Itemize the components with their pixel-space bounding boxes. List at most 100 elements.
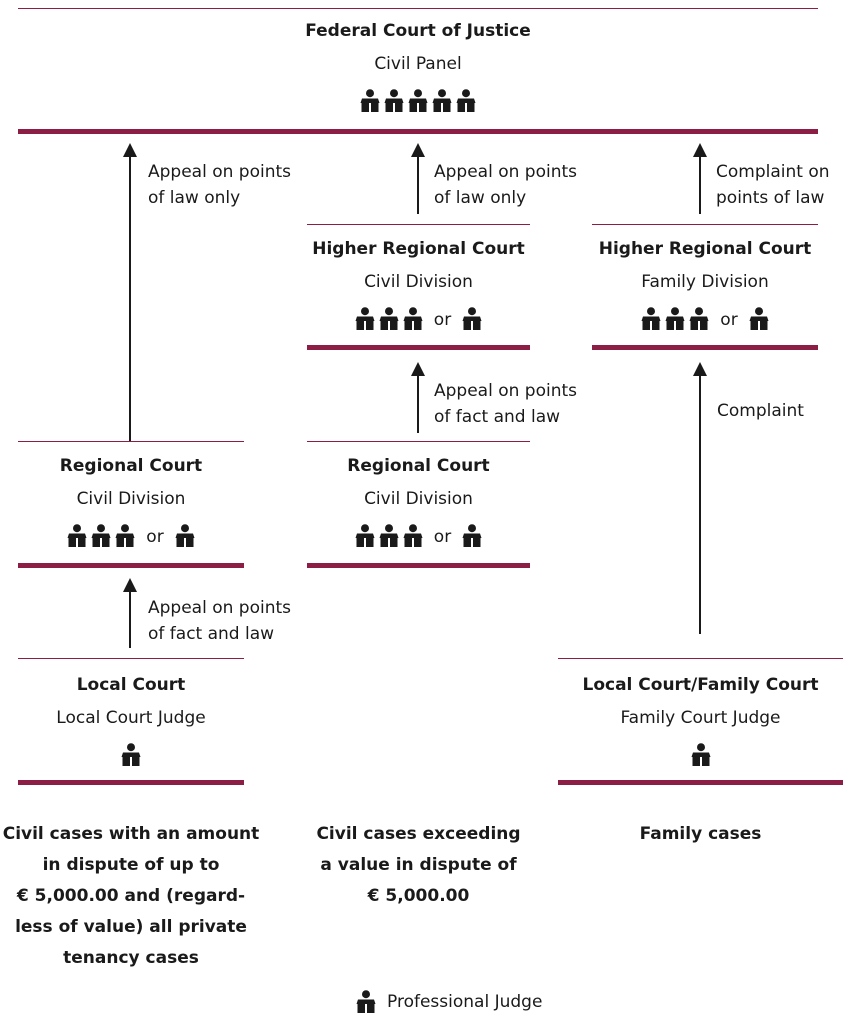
family-bottom-rule (558, 780, 843, 785)
hrc-civil-subtitle: Civil Division (364, 272, 473, 292)
professional-judge-icon (691, 743, 711, 766)
local-bottom-rule (18, 780, 244, 785)
or-separator: or (146, 527, 164, 547)
hrc-family-top-rule (592, 224, 818, 225)
hrc-civil-title: Higher Regional Court (312, 239, 525, 259)
case-line: in dispute of up to (42, 855, 220, 875)
professional-judge-icon (403, 524, 423, 547)
family-judges (563, 742, 838, 766)
label-line: of fact and law (148, 624, 275, 644)
professional-judge-icon (384, 89, 404, 112)
case-left: Civil cases with an amount in dispute of… (0, 819, 262, 974)
professional-judge-icon (462, 307, 482, 330)
professional-judge-icon (462, 524, 482, 547)
family-top-rule (558, 658, 843, 659)
or-separator: or (433, 527, 452, 547)
local-court-subtitle: Local Court Judge (56, 708, 206, 728)
professional-judge-icon (379, 524, 399, 547)
rc-left-subtitle: Civil Division (76, 489, 186, 509)
arrow-head (693, 143, 707, 157)
local-court-title: Local Court (76, 675, 186, 695)
arrow-shaft (129, 590, 131, 648)
case-line: Civil cases exceeding (316, 824, 521, 844)
arrow-head (123, 143, 137, 157)
rc-left-title: Regional Court (59, 456, 203, 476)
or-separator: or (720, 310, 738, 330)
case-line: tenancy cases (63, 948, 199, 968)
hrc-civil-box: Higher Regional Court Civil Division or (297, 238, 540, 330)
label-local-to-rc: Appeal on points of fact and law (148, 595, 291, 647)
professional-judge-icon (67, 524, 87, 547)
label-right-to-federal: Complaint on points of law (716, 159, 830, 211)
label-line: Complaint (717, 401, 804, 421)
arrow-shaft (699, 155, 701, 214)
case-line: Civil cases with an amount (2, 824, 260, 844)
hrc-civil-judges: or (297, 306, 540, 330)
arrow-shaft (417, 155, 419, 214)
rc-middle-box: Regional Court Civil Division or (307, 455, 530, 547)
professional-judge-icon (91, 524, 111, 547)
arrow-head (411, 362, 425, 376)
rc-left-box: Regional Court Civil Division or (18, 455, 244, 547)
legend: Professional Judge (354, 990, 542, 1013)
label-middle-to-federal: Appeal on points of law only (434, 159, 577, 211)
hrc-family-subtitle: Family Division (641, 272, 769, 292)
label-line: points of law (716, 188, 825, 208)
professional-judge-icon (355, 524, 375, 547)
rc-middle-top-rule (307, 441, 530, 442)
label-line: of law only (148, 188, 241, 208)
label-line: Appeal on points (434, 381, 578, 401)
professional-judge-icon (355, 307, 375, 330)
professional-judge-icon (456, 89, 476, 112)
family-court-subtitle: Family Court Judge (620, 708, 781, 728)
professional-judge-icon (121, 743, 141, 766)
case-line: Family cases (639, 824, 762, 844)
hrc-civil-top-rule (307, 224, 530, 225)
federal-court-box: Federal Court of Justice Civil Panel (18, 20, 818, 112)
arrow-head (693, 362, 707, 376)
professional-judge-icon (175, 524, 195, 547)
arrow-shaft (129, 155, 131, 441)
case-right: Family cases (558, 819, 843, 850)
local-top-rule (18, 658, 244, 659)
professional-judge-icon (665, 307, 685, 330)
federal-bottom-rule (18, 129, 818, 134)
label-line: Appeal on points (148, 598, 292, 618)
label-line: of fact and law (434, 407, 561, 427)
arrow-shaft (699, 374, 701, 634)
professional-judge-icon (408, 89, 428, 112)
hrc-family-bottom-rule (592, 345, 818, 350)
federal-court-subtitle: Civil Panel (374, 54, 462, 74)
case-line: € 5,000.00 and (regard- (16, 886, 246, 906)
rc-middle-judges: or (307, 523, 530, 547)
professional-judge-icon (432, 89, 452, 112)
professional-judge-icon (379, 307, 399, 330)
professional-judge-icon (360, 89, 380, 112)
label-line: Appeal on points (434, 162, 578, 182)
professional-judge-icon (641, 307, 661, 330)
hrc-civil-bottom-rule (307, 345, 530, 350)
rc-left-bottom-rule (18, 563, 244, 568)
or-separator: or (433, 310, 452, 330)
label-line: Complaint on (716, 162, 830, 182)
arrow-head (411, 143, 425, 157)
case-line: € 5,000.00 (367, 886, 470, 906)
professional-judge-icon (403, 307, 423, 330)
label-rc-to-hrc: Appeal on points of fact and law (434, 378, 577, 430)
rc-middle-title: Regional Court (347, 456, 490, 476)
professional-judge-icon (749, 307, 769, 330)
rc-middle-bottom-rule (307, 563, 530, 568)
professional-judge-icon (689, 307, 709, 330)
hrc-family-title: Higher Regional Court (598, 239, 812, 259)
case-line: less of value) all private (15, 917, 247, 937)
arrow-head (123, 578, 137, 592)
local-court-box: Local Court Local Court Judge (18, 674, 244, 766)
hrc-family-judges: or (582, 306, 828, 330)
label-family-to-hrc: Complaint (717, 398, 804, 424)
federal-court-title: Federal Court of Justice (305, 21, 531, 41)
label-line: of law only (434, 188, 527, 208)
family-court-title: Local Court/Family Court (582, 675, 819, 695)
case-line: a value in dispute of (320, 855, 517, 875)
local-judges (18, 742, 244, 766)
case-middle: Civil cases exceeding a value in dispute… (297, 819, 540, 912)
